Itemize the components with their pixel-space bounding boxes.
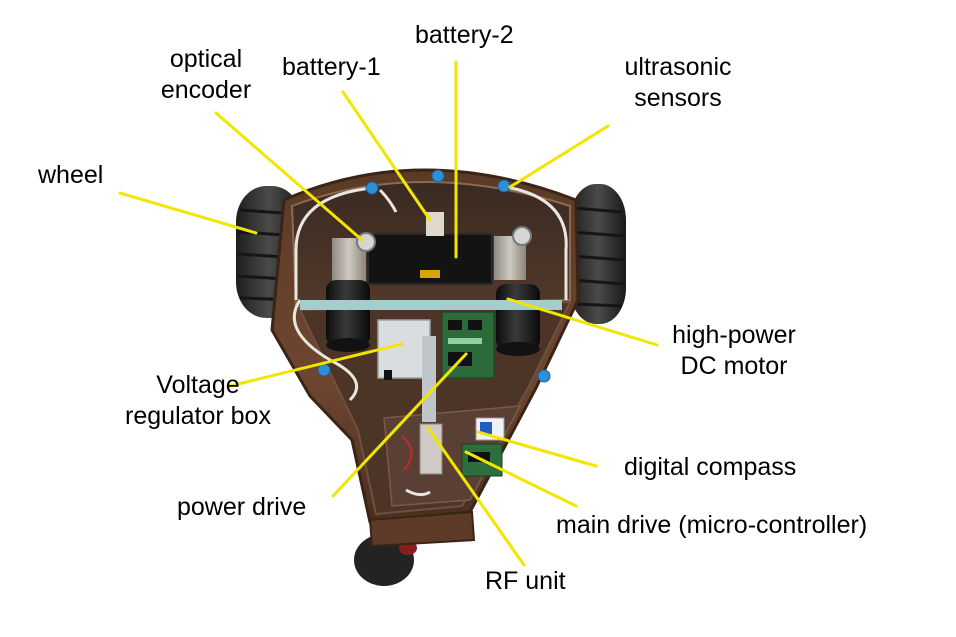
leader-dc-motor bbox=[506, 297, 659, 347]
leader-ultrasonic-sensors bbox=[508, 124, 610, 189]
label-ultrasonic-sensors-line1: ultrasonic bbox=[624, 53, 732, 81]
right-motor bbox=[496, 284, 540, 356]
rf-unit-shape bbox=[401, 423, 443, 497]
label-voltage-regulator-line2: regulator box bbox=[125, 402, 271, 430]
leader-main-drive bbox=[464, 450, 578, 508]
cross-bar bbox=[300, 300, 562, 310]
label-battery-2: battery-2 bbox=[415, 20, 514, 51]
label-rf-unit-text: RF unit bbox=[485, 567, 566, 595]
label-wheel: wheel bbox=[38, 160, 103, 191]
center-rail bbox=[422, 336, 436, 422]
label-high-power-dc-motor: high-power DC motor bbox=[654, 320, 814, 382]
label-battery-1: battery-1 bbox=[282, 52, 381, 83]
leader-lines bbox=[118, 60, 659, 567]
label-main-drive: main drive (micro-controller) bbox=[556, 510, 867, 541]
label-power-drive: power drive bbox=[177, 492, 306, 523]
leader-digital-compass bbox=[476, 430, 598, 468]
power-drive-board bbox=[441, 311, 495, 379]
right-encoder-disc bbox=[512, 226, 532, 246]
right-wheel bbox=[570, 184, 626, 324]
label-voltage-regulator-box: Voltage regulator box bbox=[108, 370, 288, 432]
left-motor bbox=[326, 280, 370, 352]
label-optical-encoder-line1: optical bbox=[169, 45, 243, 73]
leader-wheel bbox=[118, 191, 258, 235]
chassis-back-panel bbox=[368, 510, 476, 548]
label-optical-encoder-line2: encoder bbox=[160, 76, 252, 104]
ultrasonic-sensors-shape bbox=[317, 169, 551, 383]
leader-optical-encoder bbox=[214, 111, 364, 242]
label-battery-1-text: battery-1 bbox=[282, 53, 381, 81]
label-wheel-text: wheel bbox=[38, 161, 104, 189]
label-digital-compass-text: digital compass bbox=[624, 453, 797, 481]
label-battery-2-text: battery-2 bbox=[415, 21, 514, 49]
label-voltage-regulator-line1: Voltage bbox=[156, 371, 240, 399]
left-encoder-disc bbox=[356, 232, 376, 252]
label-ultrasonic-sensors-line2: sensors bbox=[634, 84, 722, 112]
label-dc-motor-line2: DC motor bbox=[680, 352, 788, 380]
leader-rf-unit bbox=[426, 426, 526, 567]
leader-voltage-regulator bbox=[228, 342, 404, 388]
leader-battery-1 bbox=[341, 90, 432, 222]
leader-power-drive bbox=[331, 352, 468, 498]
label-ultrasonic-sensors: ultrasonic sensors bbox=[603, 52, 753, 114]
label-optical-encoder: optical encoder bbox=[146, 44, 266, 106]
battery-pack bbox=[367, 212, 493, 285]
label-main-drive-text: main drive (micro-controller) bbox=[556, 511, 868, 539]
sensor-wires bbox=[292, 184, 568, 402]
label-rf-unit: RF unit bbox=[485, 566, 566, 597]
label-digital-compass: digital compass bbox=[624, 452, 796, 483]
label-power-drive-text: power drive bbox=[177, 493, 307, 521]
label-dc-motor-line1: high-power bbox=[672, 321, 796, 349]
